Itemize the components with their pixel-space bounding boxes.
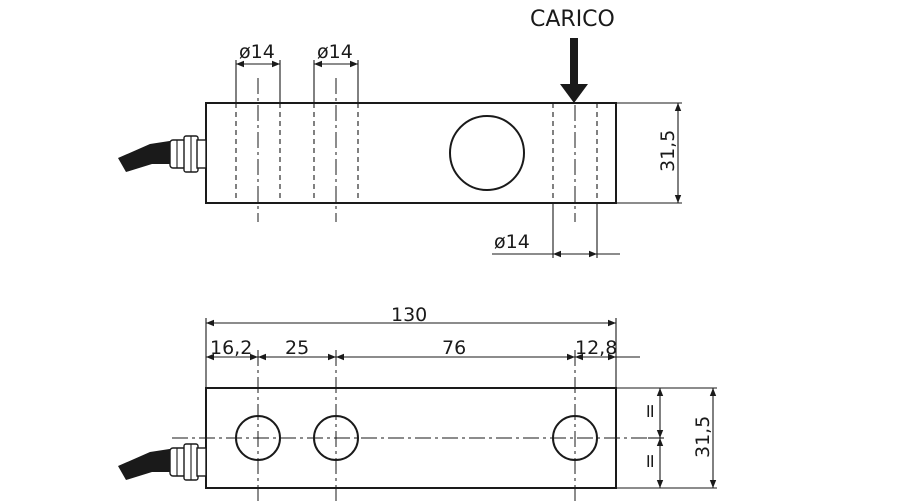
side-view: CARICO ø14 ø14 (118, 7, 682, 258)
hole-diameter-label-2: ø14 (317, 41, 353, 63)
dim-label-a: 16,2 (210, 337, 252, 359)
mounting-hole-1 (235, 415, 281, 461)
cable-icon (118, 140, 178, 172)
dim-label-c: 76 (442, 337, 466, 359)
equal-mark-upper: = (639, 403, 661, 419)
mounting-hole-2 (313, 415, 359, 461)
height-label-bottom: 31,5 (692, 416, 714, 458)
total-length-label: 130 (391, 304, 427, 326)
gauge-pocket (449, 115, 525, 191)
dim-label-b: 25 (285, 337, 309, 359)
load-hole (552, 415, 598, 461)
down-arrow-icon (560, 38, 588, 103)
load-cell-body-side (205, 102, 617, 204)
height-label-top: 31,5 (657, 130, 679, 172)
equal-mark-lower: = (639, 453, 661, 469)
cable-icon (118, 448, 178, 480)
cable-gland-icon (169, 135, 207, 173)
hole-diameter-label-1: ø14 (239, 41, 275, 63)
dim-label-d: 12,8 (575, 337, 617, 359)
cable-gland-icon (169, 443, 207, 481)
load-label: CARICO (530, 7, 615, 32)
plan-view: 130 16,2 25 76 12,8 = = 31,5 (118, 304, 717, 504)
load-hole-diameter-label: ø14 (494, 231, 530, 253)
